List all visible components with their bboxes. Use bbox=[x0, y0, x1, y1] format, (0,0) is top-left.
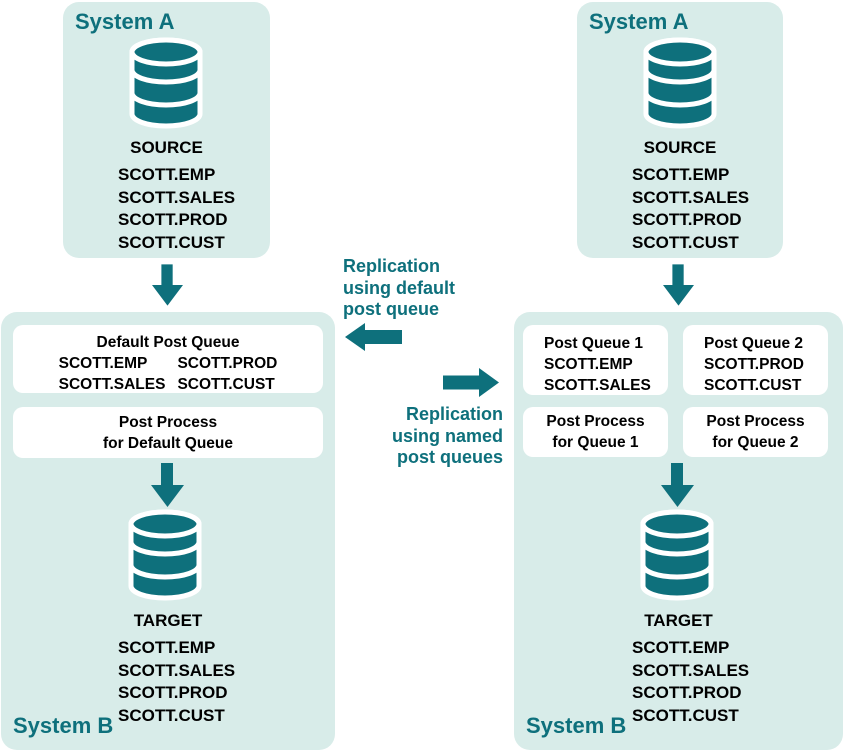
table-name: SCOTT.EMP bbox=[58, 355, 148, 372]
default-post-queue-box: Default Post Queue SCOTT.EMP SCOTT.SALES… bbox=[13, 325, 323, 393]
right-system-b-title: System B bbox=[526, 713, 627, 738]
default-post-process-box: Post Process for Default Queue bbox=[13, 407, 323, 458]
default-post-queue-title: Default Post Queue bbox=[96, 334, 240, 351]
left-system-b-panel: Default Post Queue SCOTT.EMP SCOTT.SALES… bbox=[1, 312, 335, 750]
left-target-database-icon bbox=[127, 508, 203, 602]
table-name: SCOTT.SALES bbox=[118, 187, 236, 207]
table-name: SCOTT.PROD bbox=[118, 210, 228, 229]
down-arrow-icon bbox=[663, 264, 694, 306]
table-name: SCOTT.CUST bbox=[118, 705, 225, 725]
post-process-2-label: Post Process for Queue 2 bbox=[706, 413, 805, 451]
left-system-a-panel: System A SOURCE SCOTT.EMP SCOTT.SALES SC… bbox=[63, 2, 270, 258]
table-name: SCOTT.CUST bbox=[632, 232, 739, 252]
table-name: SCOTT.SALES bbox=[632, 660, 750, 680]
table-name: SCOTT.SALES bbox=[632, 187, 750, 207]
right-arrow-icon bbox=[443, 368, 499, 397]
down-arrow-icon bbox=[151, 463, 184, 507]
table-name: SCOTT.EMP bbox=[118, 638, 216, 657]
left-arrow-icon bbox=[345, 323, 402, 351]
table-name: SCOTT.EMP bbox=[632, 638, 730, 657]
post-queue-2-title: Post Queue 2 bbox=[704, 335, 804, 352]
post-queue-1-box: Post Queue 1 SCOTT.EMP SCOTT.SALES bbox=[523, 325, 668, 395]
post-process-1-box: Post Process for Queue 1 bbox=[523, 407, 668, 457]
table-name: SCOTT.EMP bbox=[632, 165, 730, 184]
table-name: SCOTT.SALES bbox=[58, 376, 166, 393]
table-name: SCOTT.PROD bbox=[118, 683, 228, 702]
right-target-label: TARGET bbox=[644, 611, 713, 630]
post-queue-1-title: Post Queue 1 bbox=[544, 335, 644, 352]
table-name: SCOTT.PROD bbox=[704, 356, 804, 373]
right-source-label: SOURCE bbox=[643, 138, 717, 157]
table-name: SCOTT.PROD bbox=[632, 210, 742, 229]
post-queue-2-box: Post Queue 2 SCOTT.PROD SCOTT.CUST bbox=[683, 325, 828, 395]
right-system-a-title: System A bbox=[589, 9, 689, 34]
left-system-a-title: System A bbox=[75, 9, 175, 34]
table-name: SCOTT.SALES bbox=[118, 660, 236, 680]
table-name: SCOTT.PROD bbox=[177, 355, 278, 372]
right-target-table-list: SCOTT.EMP SCOTT.SALES SCOTT.PROD SCOTT.C… bbox=[632, 637, 749, 727]
left-source-label: SOURCE bbox=[130, 138, 203, 157]
right-system-b-panel: Post Queue 1 SCOTT.EMP SCOTT.SALES Post … bbox=[514, 312, 843, 750]
table-name: SCOTT.CUST bbox=[632, 705, 739, 725]
table-name: SCOTT.EMP bbox=[544, 356, 633, 373]
right-system-a-panel: System A SOURCE SCOTT.EMP SCOTT.SALES SC… bbox=[577, 2, 783, 258]
down-arrow-icon bbox=[661, 463, 694, 507]
down-arrow-icon bbox=[152, 264, 183, 306]
left-target-label: TARGET bbox=[133, 611, 203, 630]
right-target-database-icon bbox=[639, 508, 715, 602]
default-post-queue-tables: SCOTT.EMP SCOTT.SALES SCOTT.PROD SCOTT.C… bbox=[13, 353, 323, 395]
table-name: SCOTT.CUST bbox=[177, 376, 275, 393]
table-name: SCOTT.SALES bbox=[544, 377, 651, 394]
queue-column: SCOTT.EMP SCOTT.SALES bbox=[59, 353, 166, 395]
right-source-database-icon bbox=[642, 36, 718, 130]
post-process-1-label: Post Process for Queue 1 bbox=[546, 413, 645, 451]
table-name: SCOTT.PROD bbox=[632, 683, 742, 702]
replication-default-label: Replication using default post queue bbox=[343, 256, 455, 319]
right-source-table-list: SCOTT.EMP SCOTT.SALES SCOTT.PROD SCOTT.C… bbox=[632, 164, 749, 254]
left-system-b-title: System B bbox=[13, 713, 114, 738]
table-name: SCOTT.CUST bbox=[118, 232, 225, 252]
left-target-table-list: SCOTT.EMP SCOTT.SALES SCOTT.PROD SCOTT.C… bbox=[118, 637, 235, 727]
queue-column: SCOTT.PROD SCOTT.CUST bbox=[177, 353, 277, 395]
table-name: SCOTT.EMP bbox=[118, 165, 216, 184]
replication-named-label: Replication using named post queues bbox=[391, 404, 503, 467]
table-name: SCOTT.CUST bbox=[704, 377, 802, 394]
left-source-database-icon bbox=[128, 36, 204, 130]
post-process-2-box: Post Process for Queue 2 bbox=[683, 407, 828, 457]
left-source-table-list: SCOTT.EMP SCOTT.SALES SCOTT.PROD SCOTT.C… bbox=[118, 164, 235, 254]
default-post-process-label: Post Process for Default Queue bbox=[102, 413, 234, 452]
